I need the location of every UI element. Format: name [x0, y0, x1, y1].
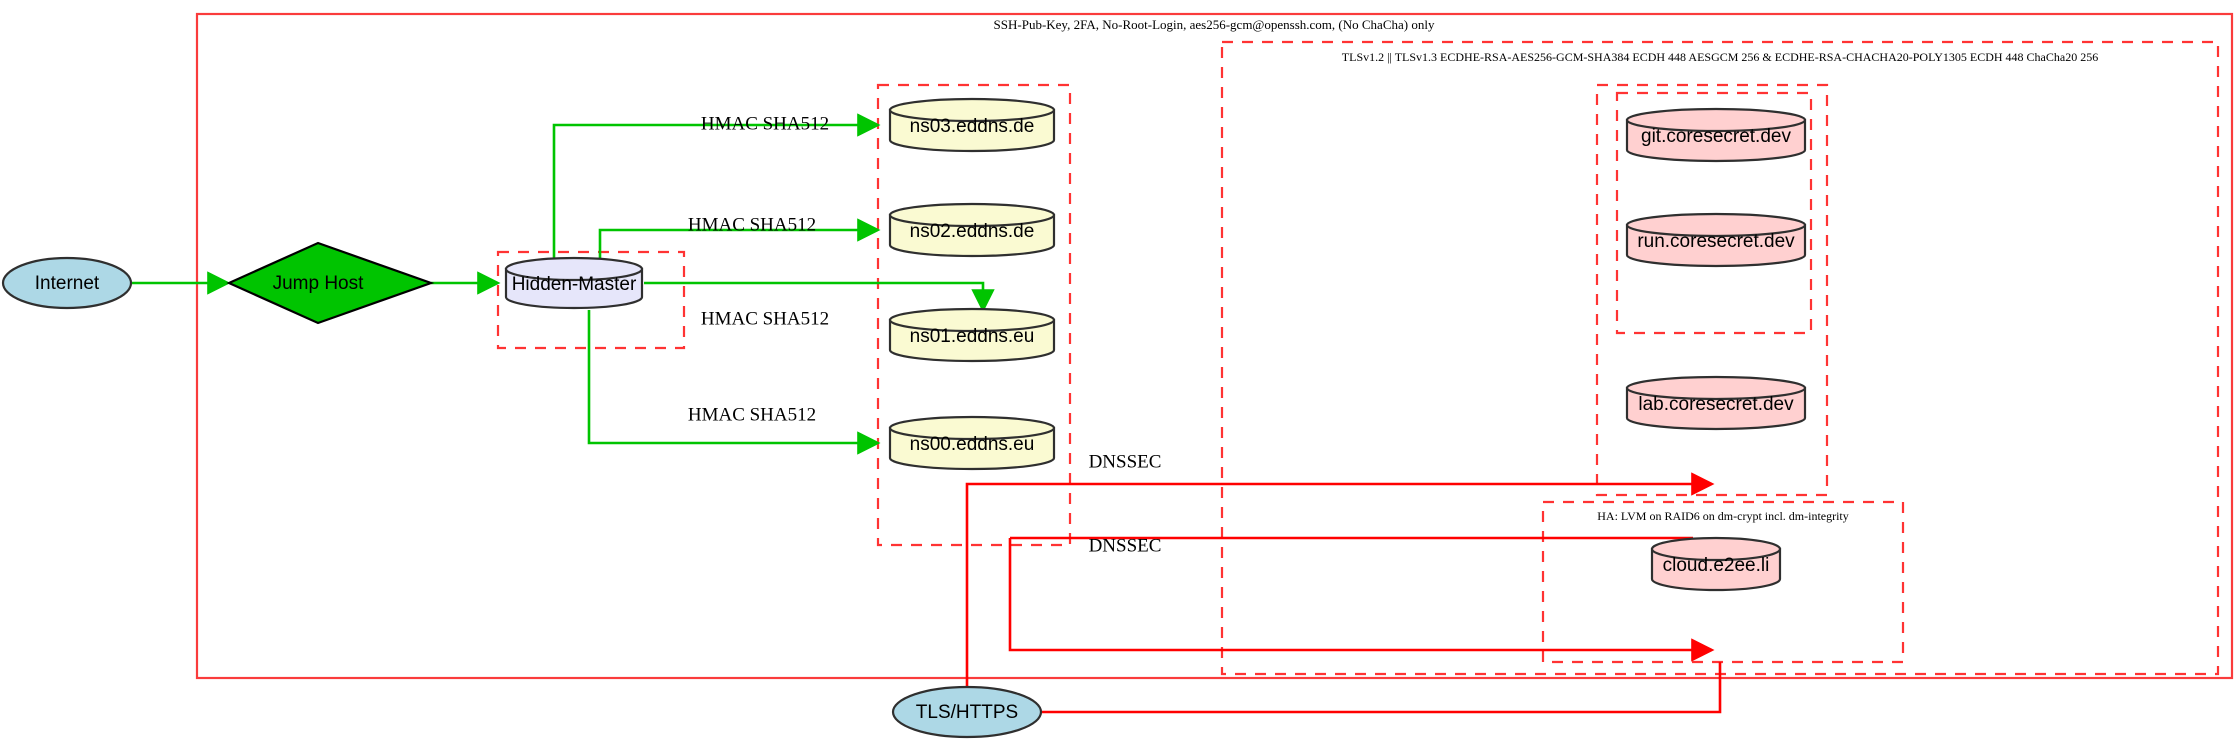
- edge-tls-outer-return: [1041, 662, 1722, 714]
- node-hidden-master[interactable]: Hidden-Master: [504, 256, 644, 310]
- edge-label-hmac-ns00: HMAC SHA512: [688, 404, 816, 425]
- node-lab-coresecret[interactable]: lab.coresecret.dev: [1625, 375, 1807, 431]
- node-ns01-label: ns01.eddns.eu: [910, 326, 1035, 347]
- node-internet[interactable]: Internet: [1, 256, 133, 310]
- svg-text:DNSSEC: DNSSEC: [1089, 535, 1162, 556]
- node-cloud-label: cloud.e2ee.li: [1663, 555, 1770, 576]
- node-git-coresecret[interactable]: git.coresecret.dev: [1625, 107, 1807, 163]
- edge-hidden-master-to-ns01: [644, 281, 995, 313]
- node-ns03-label: ns03.eddns.de: [910, 116, 1035, 137]
- cluster-ha-label: HA: LVM on RAID6 on dm-crypt incl. dm-in…: [1597, 509, 1849, 523]
- node-ns00[interactable]: ns00.eddns.eu: [888, 415, 1056, 471]
- node-hidden-master-label: Hidden-Master: [512, 274, 637, 295]
- cluster-secret-inner-box: [1615, 91, 1813, 335]
- edge-label-dnssec-lower: DNSSEC: [1089, 535, 1162, 556]
- edge-tls-to-secret-box: [965, 472, 1715, 712]
- cluster-outer-ssh: SSH-Pub-Key, 2FA, No-Root-Login, aes256-…: [195, 12, 2234, 680]
- node-internet-label: Internet: [35, 273, 100, 294]
- edge-hidden-master-to-ns02: [598, 218, 881, 258]
- svg-text:HMAC SHA512: HMAC SHA512: [688, 404, 816, 425]
- edge-hidden-master-to-ns03: [552, 113, 881, 258]
- svg-text:HMAC SHA512: HMAC SHA512: [688, 214, 816, 235]
- svg-text:DNSSEC: DNSSEC: [1089, 451, 1162, 472]
- node-ns01[interactable]: ns01.eddns.eu: [888, 307, 1056, 363]
- edge-label-hmac-ns01: HMAC SHA512: [701, 308, 829, 329]
- svg-text:HMAC SHA512: HMAC SHA512: [701, 308, 829, 329]
- cluster-dns-box: [876, 83, 1072, 547]
- node-run-coresecret[interactable]: run.coresecret.dev: [1625, 212, 1807, 268]
- cluster-outer-label: SSH-Pub-Key, 2FA, No-Root-Login, aes256-…: [994, 17, 1435, 32]
- node-ns02-label: ns02.eddns.de: [910, 221, 1035, 242]
- node-ns03[interactable]: ns03.eddns.de: [888, 97, 1056, 153]
- node-tls-https-label: TLS/HTTPS: [916, 702, 1018, 723]
- edge-label-hmac-ns03: HMAC SHA512: [701, 113, 829, 134]
- svg-text:HMAC SHA512: HMAC SHA512: [701, 113, 829, 134]
- node-cloud-e2ee[interactable]: cloud.e2ee.li: [1650, 536, 1782, 592]
- edge-label-dnssec-upper: DNSSEC: [1089, 451, 1162, 472]
- node-tls-https[interactable]: TLS/HTTPS: [891, 685, 1043, 739]
- node-jump-host-label: Jump Host: [273, 273, 365, 294]
- node-ns02[interactable]: ns02.eddns.de: [888, 202, 1056, 258]
- node-jump-host[interactable]: Jump Host: [226, 241, 435, 325]
- node-git-label: git.coresecret.dev: [1641, 126, 1791, 147]
- cluster-tls-label: TLSv1.2 || TLSv1.3 ECDHE-RSA-AES256-GCM-…: [1342, 50, 2098, 64]
- node-ns00-label: ns00.eddns.eu: [910, 434, 1035, 455]
- node-run-label: run.coresecret.dev: [1637, 231, 1795, 252]
- cluster-ha: HA: LVM on RAID6 on dm-crypt incl. dm-in…: [1541, 500, 1905, 664]
- edge-hidden-master-to-ns00: [587, 310, 881, 455]
- edge-label-hmac-ns02: HMAC SHA512: [688, 214, 816, 235]
- node-lab-label: lab.coresecret.dev: [1638, 394, 1794, 415]
- edge-tls-to-ha-box: [1008, 536, 1715, 662]
